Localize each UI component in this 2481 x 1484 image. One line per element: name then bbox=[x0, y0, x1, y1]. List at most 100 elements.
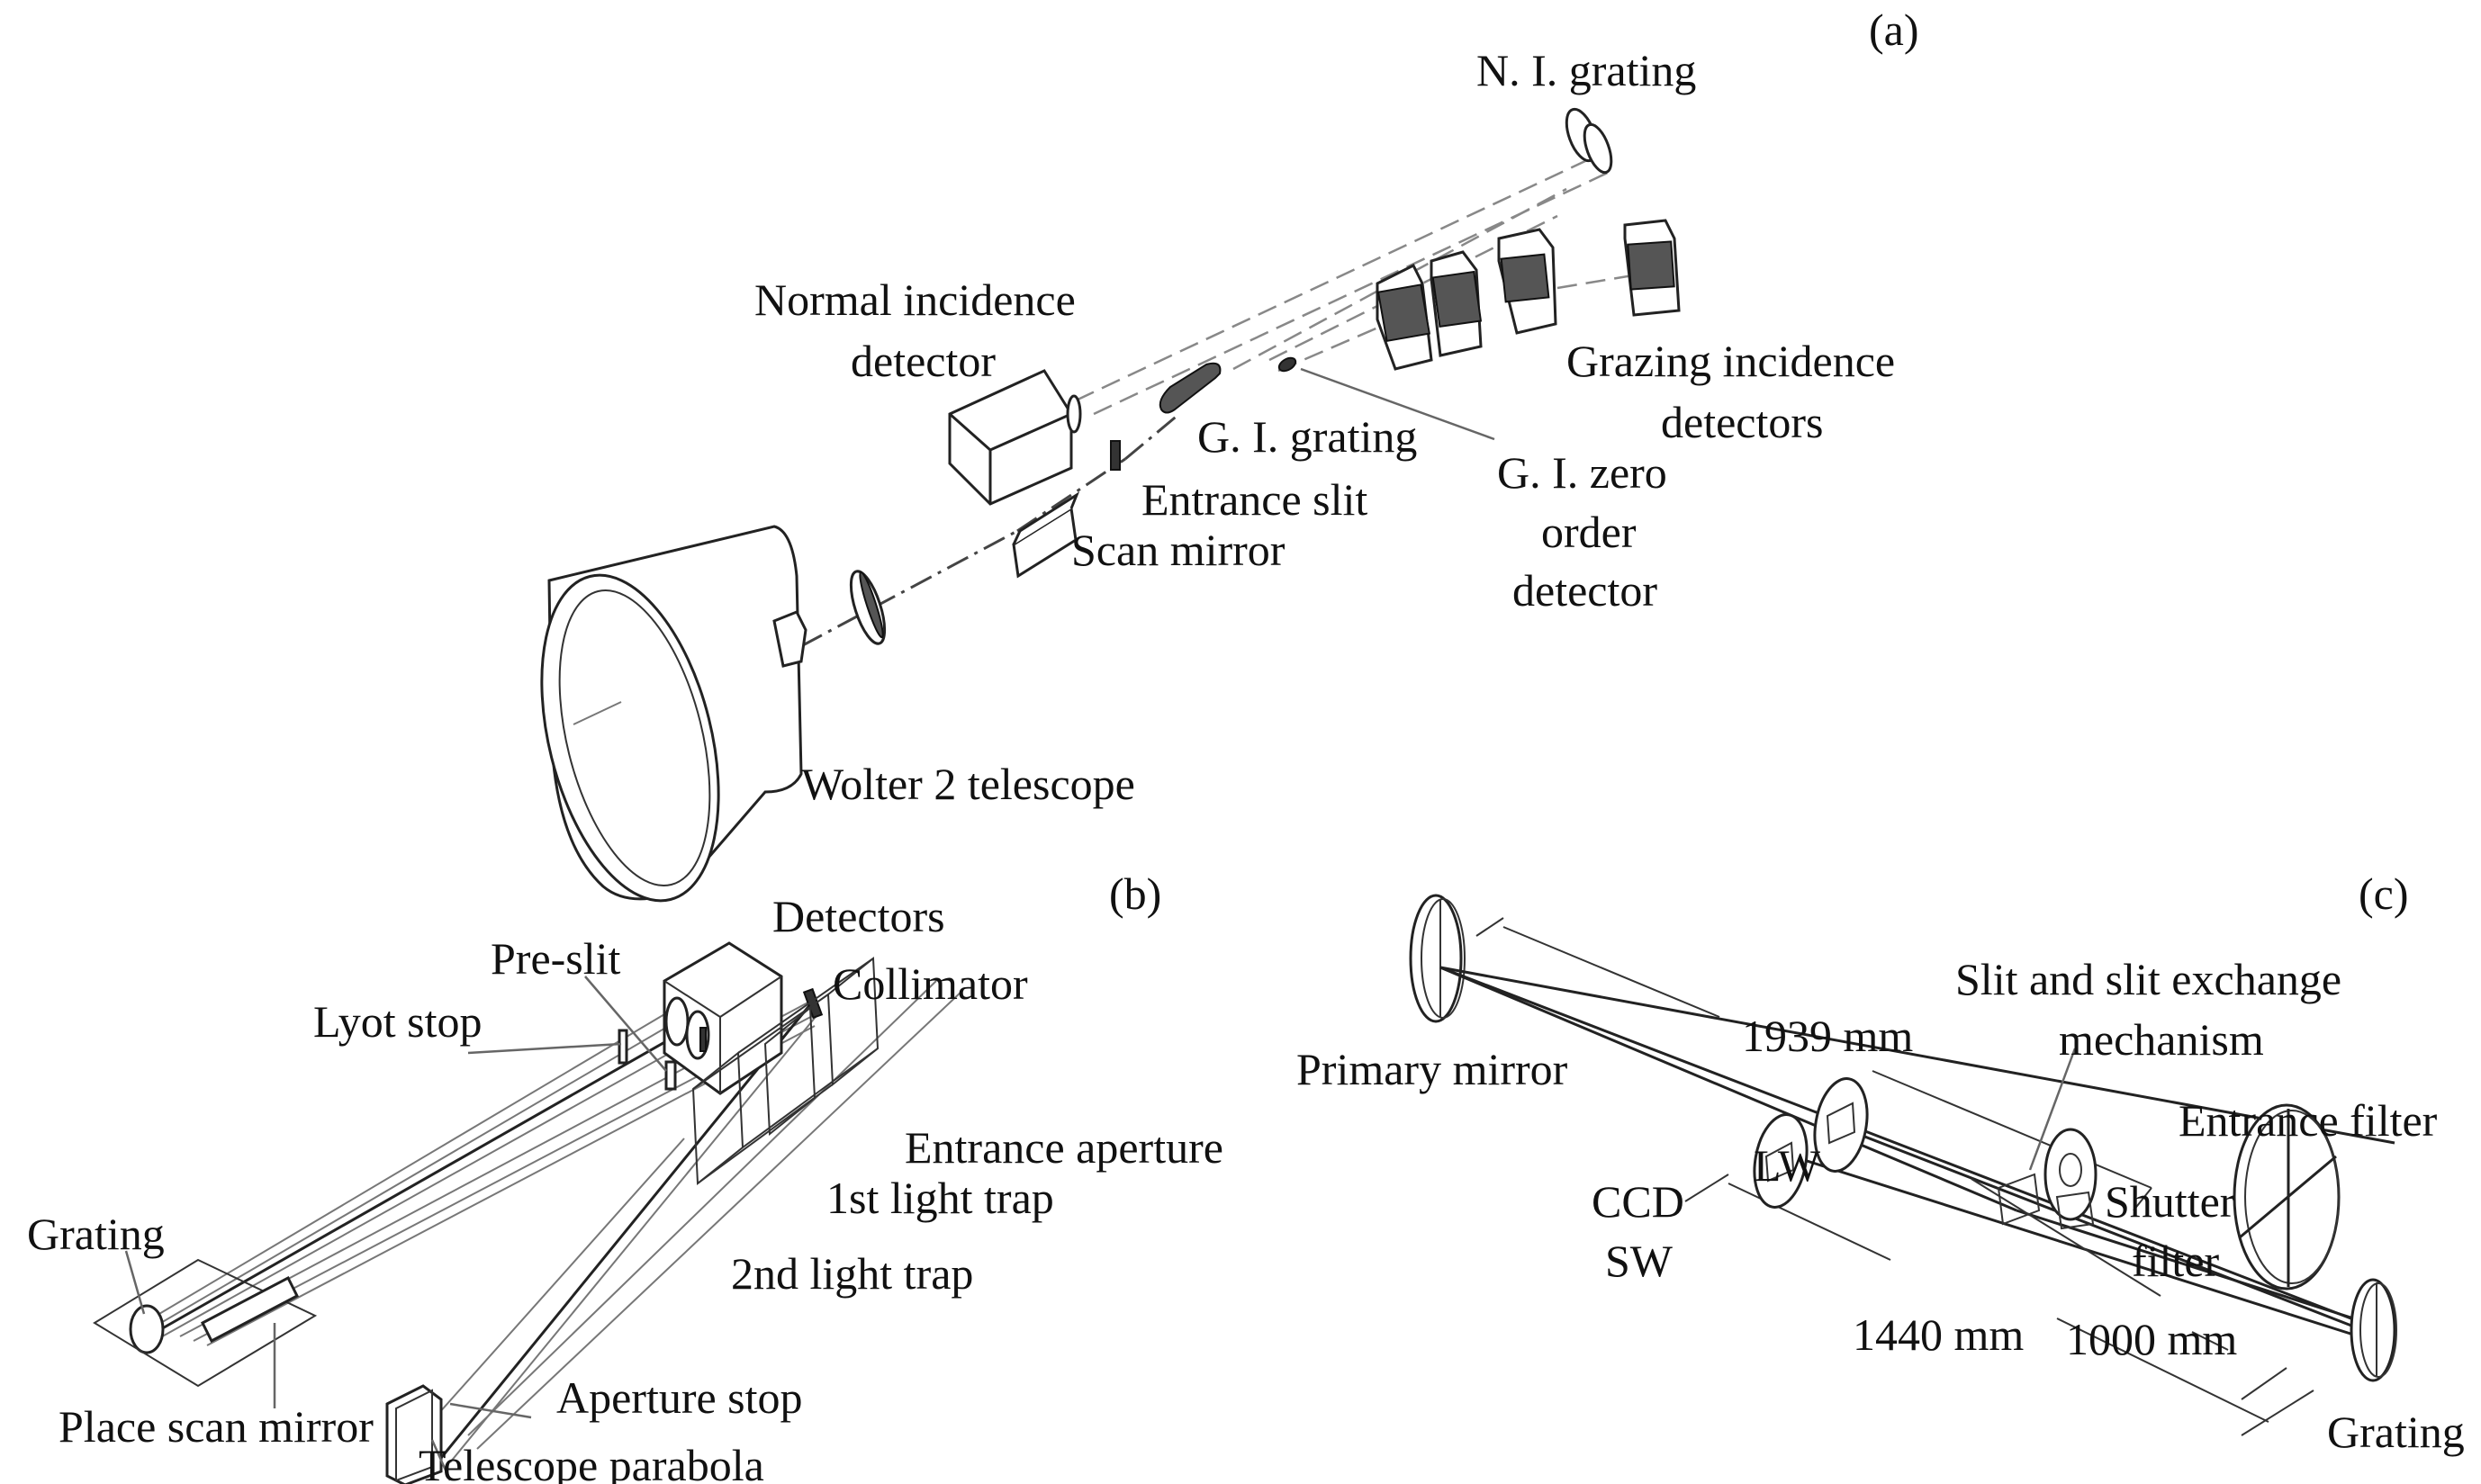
label-slit-mechanism-line2: mechanism bbox=[2059, 1014, 2264, 1065]
beam-slit-to-gi-grating bbox=[1124, 412, 1180, 461]
pre-slit-holder bbox=[664, 1060, 677, 1091]
label-primary-mirror: Primary mirror bbox=[1296, 1044, 1568, 1094]
panel-c: (c) bbox=[1296, 868, 2465, 1457]
label-wolter-telescope: Wolter 2 telescope bbox=[801, 759, 1135, 809]
panel-b-detectors bbox=[663, 941, 783, 1095]
dim-1939-tick-start bbox=[1475, 917, 1504, 937]
panel-label-b: (b) bbox=[1109, 868, 1161, 919]
beam-slit-to-grating bbox=[2016, 1209, 2368, 1325]
label-grating-b: Grating bbox=[27, 1209, 165, 1259]
leader-aperture-stop bbox=[449, 1402, 532, 1419]
label-entrance-filter: Entrance filter bbox=[2179, 1095, 2438, 1146]
ccd-lw bbox=[1813, 1077, 1869, 1173]
beam-primary-to-slit bbox=[1439, 966, 2017, 1212]
ni-grating bbox=[1565, 107, 1613, 175]
telescope-parabola bbox=[385, 1384, 443, 1484]
primary-mirror bbox=[1409, 894, 1466, 1023]
leader-gi-zero-order bbox=[1300, 367, 1495, 441]
gi-detector-2 bbox=[1430, 250, 1483, 357]
ni-detector-edges bbox=[949, 412, 1072, 504]
gi-detector-1 bbox=[1376, 263, 1433, 371]
label-normal-incidence-line2: detector bbox=[851, 336, 996, 386]
dim-grating-slit bbox=[1971, 1178, 2161, 1297]
wolter-telescope bbox=[540, 525, 807, 903]
label-place-scan-mirror: Place scan mirror bbox=[59, 1401, 374, 1452]
light-traps bbox=[691, 956, 880, 1186]
beam-primary-to-grating bbox=[1439, 966, 2377, 1330]
label-lyot-stop: Lyot stop bbox=[313, 996, 483, 1047]
dim-1440-tick-end bbox=[2241, 1390, 2314, 1436]
label-aperture-stop: Aperture stop bbox=[556, 1372, 803, 1423]
panel-b-scan-mirror bbox=[201, 1275, 299, 1344]
label-first-light-trap: 1st light trap bbox=[826, 1173, 1054, 1223]
label-gi-zero-line2: order bbox=[1541, 507, 1637, 557]
label-entrance-aperture: Entrance aperture bbox=[905, 1122, 1223, 1173]
label-grating-c: Grating bbox=[2327, 1407, 2465, 1457]
filter-wheel-edge bbox=[859, 571, 884, 639]
dim-1939-line-b bbox=[1872, 1070, 2152, 1189]
label-sw: SW bbox=[1605, 1236, 1674, 1286]
label-shutter: Shutter bbox=[2105, 1176, 2235, 1227]
entrance-slit bbox=[1110, 440, 1121, 471]
beam-grating-to-sw bbox=[1764, 1146, 2368, 1341]
entrance-filter bbox=[2233, 1103, 2341, 1291]
panel-label-a: (a) bbox=[1869, 4, 1919, 55]
label-collimator: Collimator bbox=[833, 958, 1028, 1009]
label-slit-mechanism-line1: Slit and slit exchange bbox=[1955, 954, 2341, 1004]
scan-mirror-top bbox=[1012, 491, 1080, 545]
ni-detector-box bbox=[948, 369, 1073, 506]
label-dim-1440: 1440 mm bbox=[1853, 1309, 2024, 1360]
label-gi-grating: G. I. grating bbox=[1197, 411, 1417, 462]
label-pre-slit: Pre-slit bbox=[491, 933, 621, 984]
gi-zero-order-detector bbox=[1277, 356, 1297, 373]
grazing-incidence-detectors bbox=[1376, 219, 1681, 371]
leader-grating bbox=[124, 1250, 146, 1315]
telescope-aperture-outer bbox=[540, 573, 720, 903]
gi-detector-3 bbox=[1497, 228, 1557, 335]
scan-mirror-plane bbox=[93, 1258, 318, 1388]
dim-1000-tick bbox=[2241, 1367, 2287, 1400]
beam-gi-far-detector bbox=[1556, 273, 1639, 290]
label-normal-incidence-line1: Normal incidence bbox=[754, 274, 1076, 325]
leader-lyot-stop bbox=[467, 1042, 622, 1055]
label-dim-1000: 1000 mm bbox=[2066, 1314, 2237, 1364]
dim-1000-line bbox=[2056, 1318, 2269, 1423]
lyot-stop bbox=[618, 1029, 628, 1065]
dim-1939-line-a bbox=[1502, 926, 1720, 1018]
pre-slit bbox=[699, 1027, 707, 1052]
ni-detector-window bbox=[1066, 394, 1082, 434]
label-filter: filter bbox=[2132, 1236, 2220, 1286]
label-gi-zero-line3: detector bbox=[1512, 565, 1657, 616]
ccd-sw bbox=[1753, 1113, 1809, 1209]
beam-ni-upper bbox=[1075, 151, 1603, 402]
label-telescope-parabola: Telescope parabola bbox=[419, 1440, 764, 1484]
slit-exchange-mechanism bbox=[1997, 1128, 2098, 1230]
label-detectors: Detectors bbox=[772, 891, 945, 941]
panel-c-dimensions bbox=[1475, 917, 2314, 1436]
label-grazing-incidence-line1: Grazing incidence bbox=[1566, 336, 1895, 386]
label-dim-1939: 1939 mm bbox=[1742, 1011, 1913, 1061]
label-grazing-incidence-line2: detectors bbox=[1661, 397, 1823, 447]
label-scan-mirror: Scan mirror bbox=[1071, 525, 1286, 575]
panel-a: (a) bbox=[540, 4, 1919, 903]
beam-telescope-to-scan-mirror bbox=[800, 529, 1018, 648]
telescope-axis bbox=[573, 701, 622, 725]
dim-1440-line bbox=[1728, 1183, 1891, 1261]
label-second-light-trap: 2nd light trap bbox=[731, 1248, 973, 1299]
telescope-nozzle bbox=[772, 610, 807, 668]
beam-entrance bbox=[1439, 966, 2395, 1145]
beam-scan-to-slit bbox=[1016, 457, 1126, 533]
label-entrance-slit: Entrance slit bbox=[1141, 474, 1367, 525]
label-ccd: CCD bbox=[1592, 1176, 1684, 1227]
panel-label-c: (c) bbox=[2359, 868, 2409, 919]
panel-b-grating bbox=[129, 1304, 165, 1354]
normal-incidence-detector bbox=[948, 369, 1082, 506]
dim-1440-tick-start bbox=[1684, 1174, 1729, 1202]
leader-slit-mechanism bbox=[2028, 1048, 2077, 1171]
telescope-aperture-inner bbox=[558, 589, 711, 887]
label-gi-zero-line1: G. I. zero bbox=[1497, 447, 1667, 498]
panel-c-grating bbox=[2350, 1278, 2397, 1382]
label-lw: LW bbox=[1754, 1140, 1821, 1191]
gi-detector-4 bbox=[1623, 219, 1681, 317]
